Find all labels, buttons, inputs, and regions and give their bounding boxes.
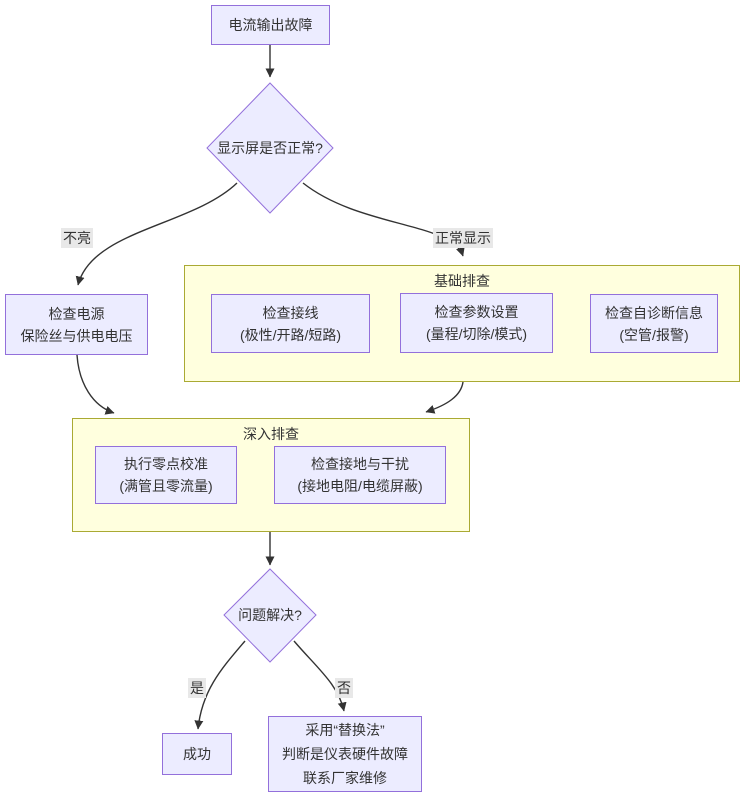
node-start: 电流输出故障: [211, 5, 330, 45]
edge-power-to-deep: [76, 354, 115, 415]
node-success: 成功: [162, 733, 232, 775]
cluster-deep-check-title: 深入排查: [243, 426, 299, 442]
node-check-params-line1: 检查参数设置: [434, 304, 519, 320]
edge-label-not-lit: 不亮: [61, 228, 93, 248]
node-check-diag-line1: 检查自诊断信息: [605, 304, 703, 321]
cluster-basic-check-title: 基础排查: [434, 273, 490, 289]
node-check-diag-line2: (空管/报警): [619, 326, 689, 343]
node-check-grounding: 检查接地与干扰 (接地电阻/电缆屏蔽): [274, 446, 446, 504]
node-zero-calibration: 执行零点校准 (满管且零流量): [95, 446, 237, 504]
node-replace-method-line3: 联系厂家维修: [303, 770, 387, 786]
node-check-grounding-line2: (接地电阻/电缆屏蔽): [297, 478, 423, 494]
edge-label-no: 否: [335, 678, 353, 698]
edge-label-yes: 是: [188, 678, 206, 698]
decision-display-diamond: [206, 82, 334, 214]
node-replace-method-line1: 采用“替换法”: [305, 722, 385, 738]
node-start-label: 电流输出故障: [228, 17, 313, 33]
node-check-diag: 检查自诊断信息 (空管/报警): [590, 294, 718, 353]
edge-decision-not-lit: [75, 182, 238, 286]
decision-display-label: 显示屏是否正常?: [217, 140, 323, 156]
node-check-params: 检查参数设置 (量程/切除/模式): [400, 293, 553, 353]
node-zero-calibration-line2: (满管且零流量): [119, 478, 213, 494]
edge-decision2-yes: [194, 640, 246, 730]
edge-basic-to-deep: [425, 381, 464, 414]
node-check-power-line1: 检查电源: [48, 305, 105, 322]
decision-solved-label: 问题解决?: [238, 607, 302, 623]
node-check-params-line2: (量程/切除/模式): [425, 326, 528, 342]
node-replace-method: 采用“替换法” 判断是仪表硬件故障 联系厂家维修: [268, 716, 422, 792]
node-check-power-line2: 保险丝与供电电压: [20, 327, 133, 344]
node-zero-calibration-line1: 执行零点校准: [124, 456, 208, 472]
decision-solved-diamond: [223, 568, 317, 663]
node-replace-method-line2: 判断是仪表硬件故障: [282, 746, 408, 762]
node-success-label: 成功: [183, 746, 211, 762]
node-check-power: 检查电源 保险丝与供电电压: [5, 294, 148, 355]
node-check-wiring-line1: 检查接线: [262, 304, 319, 321]
node-check-grounding-line1: 检查接地与干扰: [311, 456, 409, 472]
node-check-wiring-line2: (极性/开路/短路): [239, 326, 342, 343]
node-check-wiring: 检查接线 (极性/开路/短路): [211, 294, 370, 353]
edge-decision2-no: [293, 640, 347, 712]
edge-label-normal-display: 正常显示: [433, 228, 493, 248]
